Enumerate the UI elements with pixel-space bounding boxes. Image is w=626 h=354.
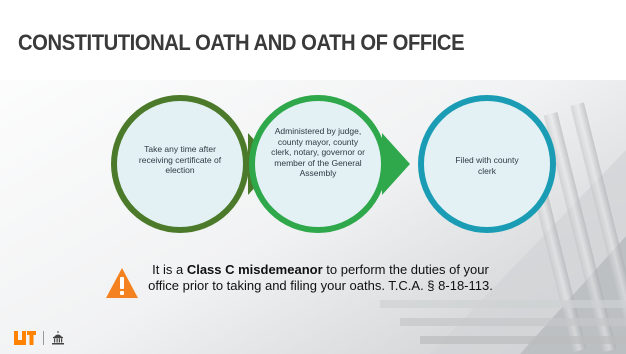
notice-emphasis: Class C misdemeanor [186,262,323,277]
step-1-text: Take any time after receiving certificat… [138,144,222,175]
step-2-text: Administered by judge, county mayor, cou… [271,126,365,178]
ut-logo [14,331,36,345]
step-3-text: Filed with county clerk [455,155,519,176]
footer-logos [14,329,65,347]
step-2-shape [249,95,410,233]
notice-suffix: to perform the duties of your office pri… [148,262,493,293]
title-bar: CONSTITUTIONAL OATH AND OATH OF OFFICE [0,0,626,80]
step-3-shape [418,95,556,233]
warning-icon [106,268,138,298]
capitol-icon [52,331,64,345]
notice-prefix: It is a [152,262,187,277]
misdemeanor-notice: It is a Class C misdemeanor to perform t… [148,262,493,294]
slide-title: CONSTITUTIONAL OATH AND OATH OF OFFICE [18,30,465,55]
logo-divider [43,331,44,345]
